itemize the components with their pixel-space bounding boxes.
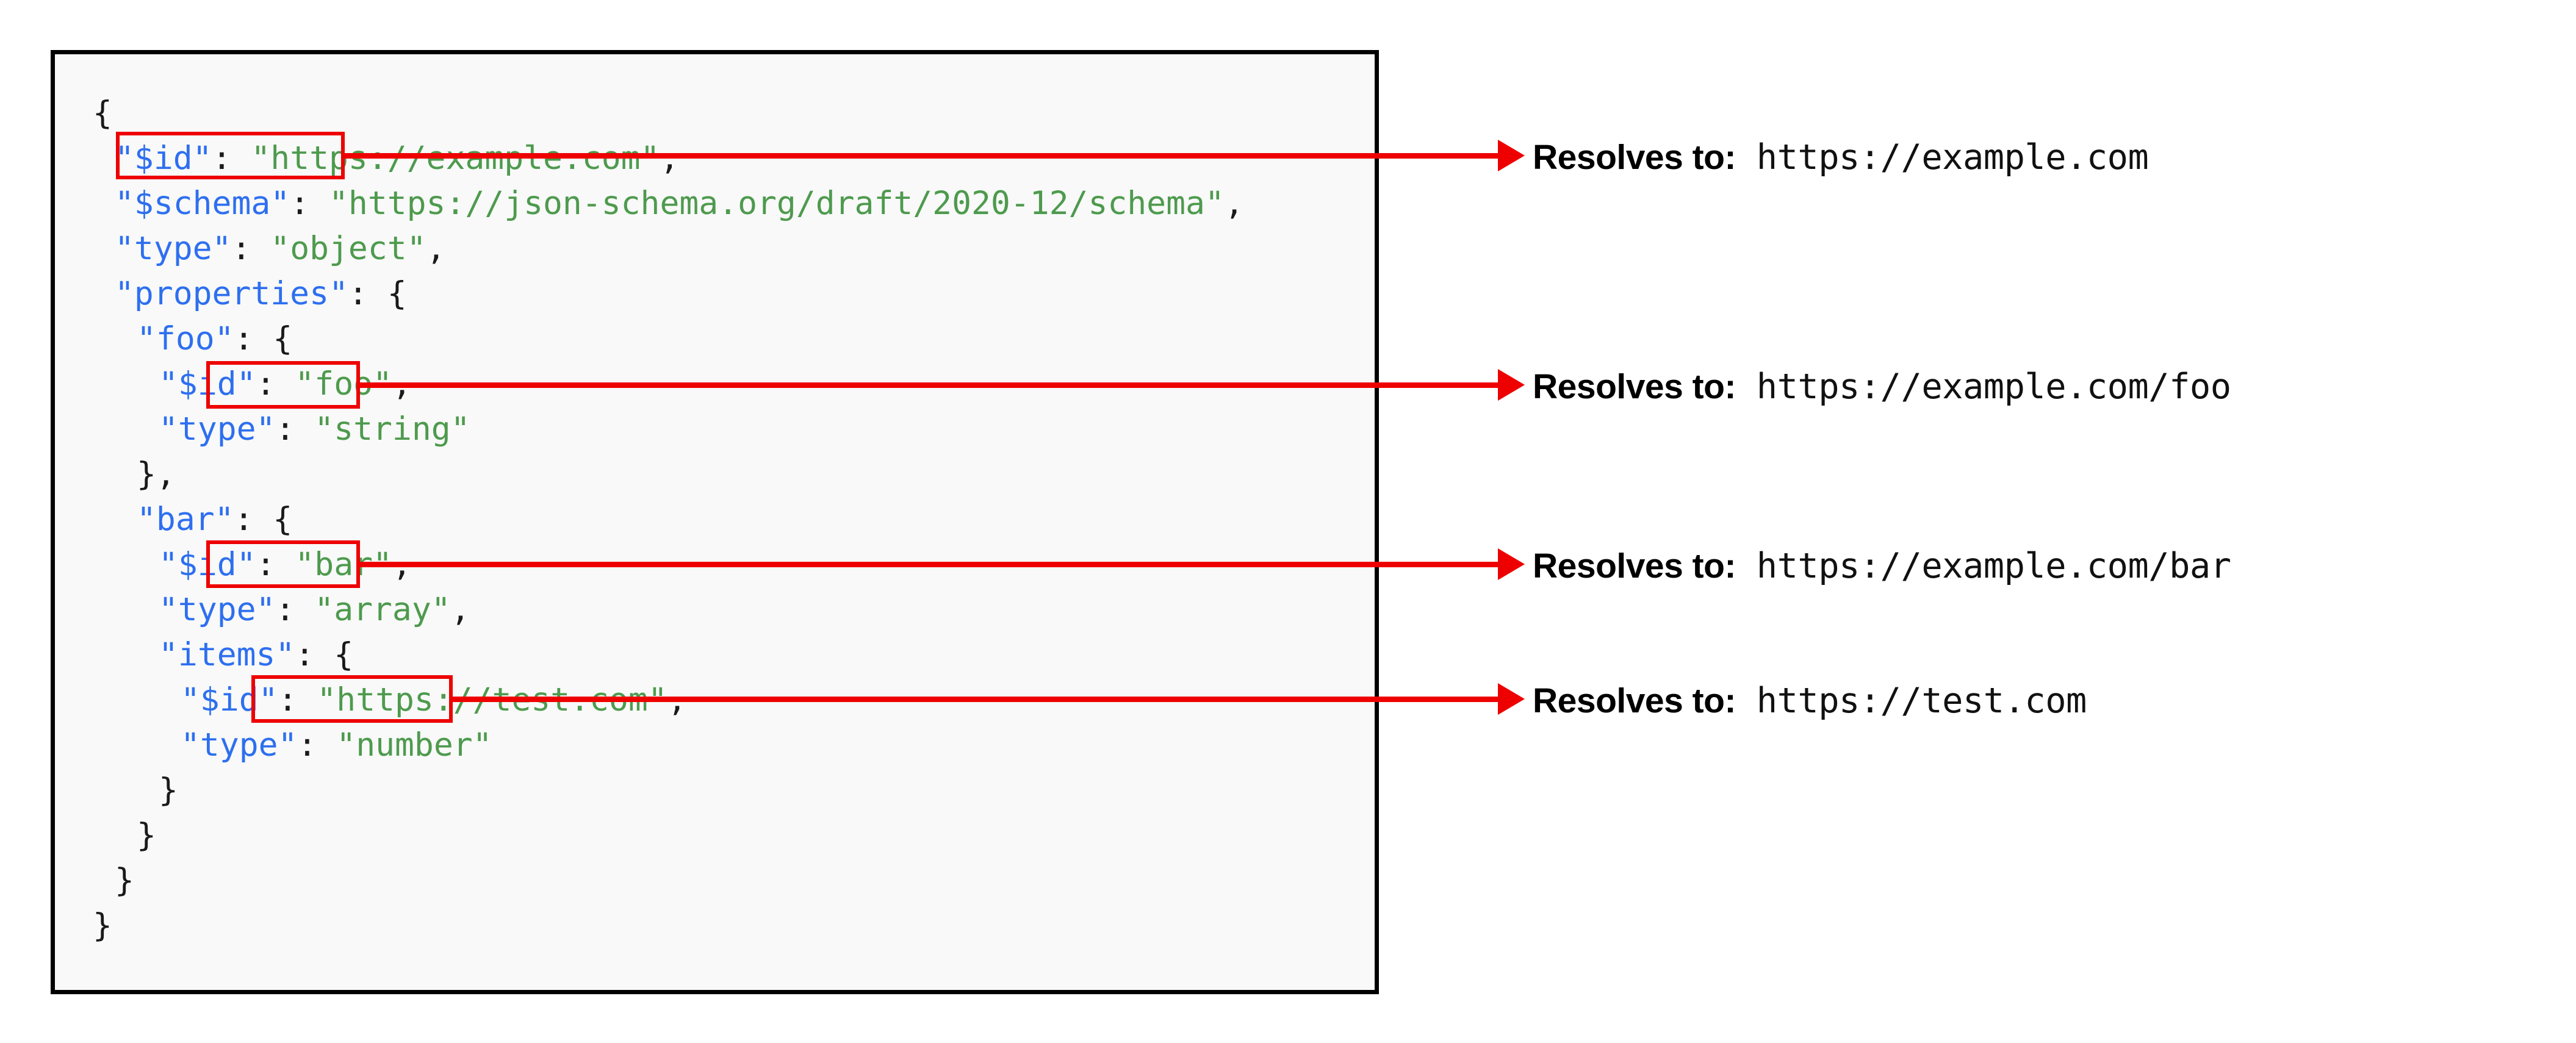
code-token-punct: , [450,591,470,628]
code-token-key: "type" [159,591,276,628]
code-line: "type": "object", [93,226,1244,271]
code-line: } [93,768,1244,813]
code-token-key: "$id" [159,546,256,583]
code-token-punct: : [256,365,295,403]
code-token-key: "$schema" [115,185,290,222]
code-token-punct: : [256,546,295,583]
code-line: "items": { [93,633,1244,678]
code-token-punct: : { [234,501,293,538]
annotation-spacer [1736,681,1757,721]
resolved-url-value: https://example.com/foo [1756,367,2231,407]
code-token-punct: { [93,95,112,132]
arrow-root-shaft [345,153,1498,159]
code-token-key: "bar" [137,501,234,538]
code-token-key: "type" [115,230,232,267]
code-line: "$schema": "https://json-schema.org/draf… [93,181,1244,226]
json-code-panel: {"$id": "https://example.com","$schema":… [51,50,1379,994]
code-token-punct: : [275,410,315,448]
code-token-punct: : { [295,636,354,673]
annotation-spacer [1736,137,1757,177]
code-line: } [93,903,1244,948]
arrow-root-head-icon [1498,140,1525,171]
annotation-items: Resolves to: https://test.com [1533,684,2087,719]
code-token-punct: : [231,230,271,267]
annotation-spacer [1736,546,1757,586]
arrow-foo-shaft [360,382,1498,388]
json-code-listing[interactable]: {"$id": "https://example.com","$schema":… [93,91,1244,948]
annotation-root: Resolves to: https://example.com [1533,137,2149,177]
code-token-key: "items" [159,636,295,673]
code-token-punct: : { [348,275,407,312]
resolved-url-value: https://example.com/bar [1756,546,2231,586]
arrow-items-shaft [453,697,1498,702]
code-token-punct: : [290,185,329,222]
code-token-punct: , [426,230,446,267]
code-token-key: "properties" [115,275,348,312]
code-token-punct: : [278,681,317,719]
code-token-key: "foo" [137,320,234,357]
code-token-punct: } [137,817,156,854]
code-token-punct: : [297,726,337,764]
code-token-str: "https://json-schema.org/draft/2020-12/s… [329,185,1225,222]
code-token-punct: , [1224,185,1244,222]
code-line: "$id": "https://example.com", [93,136,1244,181]
code-token-key: "$id" [159,365,256,403]
code-token-key: "$id" [115,140,212,177]
resolves-to-label: Resolves to: [1533,367,1736,406]
code-token-punct: : [275,591,315,628]
arrow-bar-shaft [360,562,1498,567]
code-line: } [93,813,1244,858]
code-line: "foo": { [93,317,1244,362]
code-token-key: "type" [159,410,276,448]
code-token-punct: : { [234,320,293,357]
arrow-bar-head-icon [1498,548,1525,580]
code-token-str: "object" [270,230,426,267]
code-token-key: "type" [181,726,298,764]
code-token-punct: : [212,140,251,177]
code-line: }, [93,452,1244,497]
code-line: "type": "number" [93,723,1244,768]
code-line: "bar": { [93,497,1244,542]
arrow-items-head-icon [1498,683,1525,715]
code-token-punct: } [115,862,134,899]
annotation-bar: Resolves to: https://example.com/bar [1533,549,2231,584]
resolved-url-value: https://example.com [1756,137,2149,177]
code-line: { [93,91,1244,136]
resolves-to-label: Resolves to: [1533,681,1736,720]
code-line: } [93,858,1244,903]
resolves-to-label: Resolves to: [1533,547,1736,586]
arrow-foo-head-icon [1498,369,1525,401]
code-token-str: "array" [314,591,451,628]
annotation-spacer [1736,367,1757,407]
code-token-str: "number" [336,726,492,764]
annotation-foo: Resolves to: https://example.com/foo [1533,370,2231,404]
resolved-url-value: https://test.com [1756,681,2087,721]
code-token-punct: }, [137,456,176,493]
code-token-punct: } [93,907,112,944]
code-token-str: "string" [314,410,470,448]
code-token-punct: } [159,772,178,809]
code-line: "properties": { [93,271,1244,317]
code-line: "type": "string" [93,407,1244,452]
code-token-key: "$id" [181,681,278,719]
code-line: "type": "array", [93,587,1244,633]
resolves-to-label: Resolves to: [1533,138,1736,177]
